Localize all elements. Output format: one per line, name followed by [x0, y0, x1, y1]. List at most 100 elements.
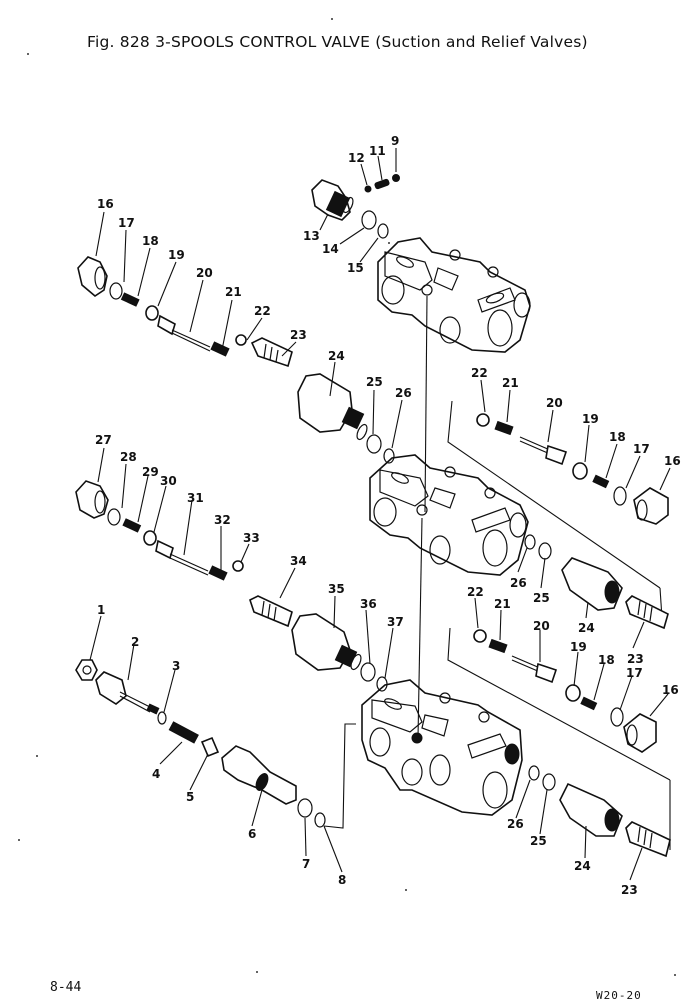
part-20-poppet-right-1 [519, 436, 568, 466]
callout-8: 8 [338, 873, 346, 887]
callout-23-right-1: 23 [627, 652, 644, 666]
part-17-o-ring-right-2 [610, 707, 624, 727]
alignment-line-lower [417, 517, 423, 739]
callout-26-right-1: 26 [510, 576, 527, 590]
callout-18-right-1: 18 [609, 430, 626, 444]
callout-24-top-left: 24 [328, 349, 345, 363]
callout-25-right-2: 25 [530, 834, 547, 848]
scan-specks [18, 18, 676, 976]
callout-21-top-left: 21 [225, 285, 242, 299]
callout-18-right-2: 18 [598, 653, 615, 667]
figure-title: Fig. 828 3-SPOOLS CONTROL VALVE (Suction… [87, 33, 588, 51]
callout-36: 36 [360, 597, 377, 611]
callout-24-right-2: 24 [574, 859, 591, 873]
part-19-seat-top-left [145, 305, 159, 321]
part-12-ball [364, 185, 372, 193]
part-24-valve-top-left [297, 373, 368, 441]
part-25-o-ring-right-2 [542, 773, 556, 791]
bracket-line-lower-right [447, 627, 671, 781]
part-23-sleeve-right-1 [625, 595, 669, 630]
part-21-spring-top-left [210, 341, 230, 357]
part-21-spring-right-1 [494, 420, 514, 436]
callout-12: 12 [348, 151, 365, 165]
callout-19-right-1: 19 [582, 412, 599, 426]
valve-body-top [377, 237, 531, 353]
callout-22-top-left: 22 [254, 304, 271, 318]
part-29-spring [122, 518, 142, 533]
callout-15: 15 [347, 261, 364, 275]
callout-17-top-left: 17 [118, 216, 135, 230]
part-22-piston-right-1 [476, 413, 490, 427]
part-19-seat-right-2 [565, 684, 581, 702]
part-14-o-ring [361, 210, 377, 230]
callout-27: 27 [95, 433, 112, 447]
callout-26-top-left: 26 [395, 386, 412, 400]
part-11-spring [374, 178, 390, 190]
part-35-valve [291, 613, 362, 671]
part-23-sleeve-right-2 [625, 821, 671, 858]
part-26-o-ring-right-1 [524, 534, 536, 550]
leader-lines [89, 148, 671, 881]
callout-20-right-2: 20 [533, 619, 550, 633]
part-23-sleeve-top-left [250, 337, 293, 368]
part-27-plug [75, 480, 109, 519]
callout-1: 1 [97, 603, 105, 617]
callout-37: 37 [387, 615, 404, 629]
part-22-piston-right-2 [473, 629, 487, 643]
valve-body-bottom [361, 679, 523, 816]
callout-22-right-1: 22 [471, 366, 488, 380]
part-24-valve-right-2 [559, 782, 623, 837]
callout-25-right-1: 25 [533, 591, 550, 605]
part-5-piston [200, 736, 220, 758]
part-19-seat-right-1 [572, 462, 588, 480]
part-8-o-ring [314, 812, 326, 828]
callout-35: 35 [328, 582, 345, 596]
callout-3: 3 [172, 659, 180, 673]
callout-32: 32 [214, 513, 231, 527]
part-13-plug [311, 179, 354, 221]
part-20-poppet-right-2 [511, 655, 558, 684]
callout-16-top-left: 16 [97, 197, 114, 211]
part-31-poppet [155, 539, 209, 576]
callout-25-top-left: 25 [366, 375, 383, 389]
alignment-line-upper [424, 295, 428, 513]
callout-33: 33 [243, 531, 260, 545]
callout-23-top-left: 23 [290, 328, 307, 342]
part-3-o-ring [157, 711, 167, 725]
callout-26-right-2: 26 [507, 817, 524, 831]
part-26-o-ring-right-2 [528, 765, 540, 781]
part-7-o-ring [297, 798, 313, 818]
part-26-o-ring-top-left [383, 448, 395, 464]
part-32-spring [208, 565, 228, 581]
part-6-valve-body [221, 745, 297, 805]
callout-34: 34 [290, 554, 307, 568]
callout-2: 2 [131, 635, 139, 649]
part-37-o-ring [376, 676, 388, 692]
part-25-o-ring-top-left [366, 434, 382, 454]
callout-7: 7 [302, 857, 310, 871]
part-20-poppet-top-left [157, 314, 211, 352]
part-30-seat [143, 530, 157, 546]
callout-16-right-1: 16 [664, 454, 681, 468]
callout-11: 11 [369, 144, 386, 158]
callout-14: 14 [322, 242, 339, 256]
page-code: W20-20 [596, 989, 642, 1002]
callout-5: 5 [186, 790, 194, 804]
bracket-line-bottom-left [323, 723, 356, 829]
bracket-line-upper-right [447, 400, 661, 589]
callout-17-right-1: 17 [633, 442, 650, 456]
part-33-piston [232, 560, 244, 572]
part-16-plug-top-left [77, 256, 108, 297]
part-18-spring-right-2 [580, 696, 598, 711]
callout-19-right-2: 19 [570, 640, 587, 654]
callout-16-right-2: 16 [662, 683, 679, 697]
part-16-plug-right-2 [623, 713, 657, 753]
part-36-o-ring [360, 662, 376, 682]
part-21-spring-right-2 [488, 638, 508, 654]
callout-28: 28 [120, 450, 137, 464]
callout-21-right-2: 21 [494, 597, 511, 611]
callout-9: 9 [391, 134, 399, 148]
callout-23-right-2: 23 [621, 883, 638, 897]
part-17-o-ring-right-1 [613, 486, 627, 506]
